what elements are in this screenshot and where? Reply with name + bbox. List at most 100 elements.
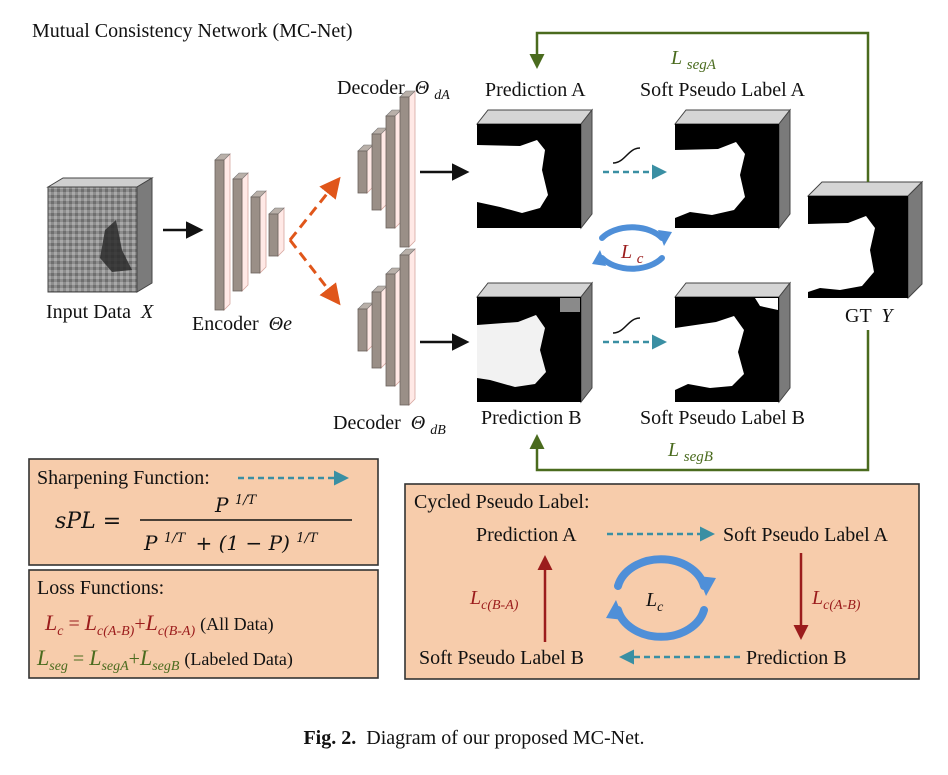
prediction-b-label: Prediction B: [481, 407, 582, 429]
center-lc-sub: c: [637, 251, 644, 267]
seg-b-supervision-line: [529, 330, 870, 472]
center-lc-symbol: L: [620, 241, 632, 263]
encoder-var: Θe: [269, 313, 292, 335]
decoder-a-layer: [385, 109, 402, 229]
loss-lsegb-sub: segB: [152, 659, 180, 674]
svg-text:Lseg=LsegA+LsegB(Labeled Data): Lseg=LsegA+LsegB(Labeled Data): [36, 645, 293, 674]
prediction-a-cube: [475, 108, 594, 230]
soft-pseudo-label-b-label: Soft Pseudo Label B: [640, 407, 805, 429]
gt-label: GT: [845, 305, 871, 327]
consistency-cycle-icon: [592, 224, 672, 272]
gt-cube: [806, 180, 924, 300]
seg-b-sub: segB: [684, 449, 713, 465]
loss-lsegb: L: [139, 645, 152, 670]
decoder-b-block: [357, 248, 416, 406]
input-data-var: X: [140, 301, 154, 323]
svg-text:Input Data X: Input Data X: [46, 301, 154, 323]
loss-lc-ba: L: [145, 610, 158, 635]
decoder-b-layer: [399, 248, 416, 406]
encoder-layer: [268, 207, 285, 257]
caption-bold: Fig. 2.: [303, 727, 356, 749]
loss-lsega: L: [88, 645, 101, 670]
svg-text:Encoder Θe: Encoder Θe: [192, 313, 292, 335]
svg-text:P 1/T: P 1/T: [214, 493, 257, 517]
cycled-heading: Cycled Pseudo Label:: [414, 491, 590, 513]
decoder-b-sym: Θ: [411, 412, 425, 434]
svg-text:Lc=Lc(A-B)+Lc(B-A)(All Data): Lc=Lc(A-B)+Lc(B-A)(All Data): [44, 610, 274, 639]
cycled-soft-label-b: Soft Pseudo Label B: [419, 647, 584, 669]
decoder-a-sub: dA: [434, 88, 450, 103]
decoder-a-layer: [371, 127, 388, 211]
decoder-a-label: Decoder: [337, 77, 405, 99]
loss-heading: Loss Functions:: [37, 577, 164, 599]
prediction-a-label: Prediction A: [485, 79, 586, 101]
encoder-layer: [214, 153, 231, 311]
soft-pseudo-label-a-cube: [673, 108, 792, 230]
gt-var: Y: [881, 305, 894, 327]
loss-lseg-plus: +: [129, 648, 140, 670]
sharpening-num-p: P: [214, 493, 229, 517]
caption-text: Diagram of our proposed MC-Net.: [366, 727, 644, 749]
svg-text:Lc(B-A): Lc(B-A): [469, 587, 519, 613]
loss-lc: L: [44, 610, 57, 635]
loss-lc-plus: +: [134, 613, 145, 635]
svg-text:L c: L c: [620, 241, 644, 267]
diagram-title: Mutual Consistency Network (MC-Net): [32, 20, 353, 42]
sharpening-den-exp2: 1/T: [296, 531, 319, 546]
loss-lc-ba-sub: c(B-A): [158, 624, 196, 639]
sharpening-heading: Sharpening Function:: [37, 467, 210, 489]
decoder-b-label: Decoder: [333, 412, 401, 434]
encoder-block: [214, 153, 285, 311]
encoder-label: Encoder: [192, 313, 259, 335]
input-data-label: Input Data: [46, 301, 131, 323]
cycled-lc-ba-sub: c(B-A): [481, 598, 519, 613]
sharpening-den-p: P: [143, 531, 158, 555]
svg-text:Fig. 2. Diagram of our pro: Fig. 2. Diagram of our proposed MC-Net.: [303, 727, 644, 749]
svg-text:Decoder Θ dA: Decoder Θ dA: [337, 77, 450, 103]
seg-b-symbol: L: [667, 439, 679, 461]
seg-a-sub: segA: [687, 57, 717, 73]
svg-text:P 1/T + (1 − P): P 1/T + (1 − P) 1/T: [143, 523, 319, 555]
cycled-pseudo-label-panel: Cycled Pseudo Label: Prediction A Soft P…: [404, 483, 920, 680]
cycled-lc-sub: c: [657, 600, 664, 615]
loss-lseg: L: [36, 645, 49, 670]
seg-a-symbol: L: [670, 47, 682, 69]
sigmoid-icon: [612, 147, 641, 164]
loss-lc-eq: =: [68, 613, 79, 635]
decoder-b-sub: dB: [430, 423, 446, 438]
decoder-b-layer: [357, 302, 374, 352]
encoder-layer: [232, 172, 249, 292]
loss-lseg-eq: =: [73, 648, 84, 670]
decoder-b-layer: [371, 285, 388, 369]
cycled-cycle-icon: [606, 555, 716, 641]
loss-lc-ab-sub: c(A-B): [97, 624, 135, 639]
sigmoid-icon: [612, 317, 641, 334]
soft-pseudo-label-a-label: Soft Pseudo Label A: [640, 79, 806, 101]
svg-text:L segA: L segA: [670, 47, 717, 73]
loss-lc-note: (All Data): [200, 614, 273, 635]
cycled-lc-ab-sub: c(A-B): [823, 598, 861, 613]
cycled-lc-ab: L: [811, 587, 823, 609]
sharpening-arrow-a: [603, 147, 667, 180]
input-data-cube: [46, 177, 154, 293]
sharpening-num-exp: 1/T: [235, 493, 258, 508]
loss-lc-sub: c: [57, 624, 64, 639]
decoder-a-layer: [399, 90, 416, 248]
loss-lsega-sub: segA: [101, 659, 129, 674]
decoder-a-sym: Θ: [415, 77, 429, 99]
seg-a-supervision-line: [529, 31, 870, 182]
soft-pseudo-label-b-cube: [673, 281, 792, 404]
cycled-prediction-b: Prediction B: [746, 647, 847, 669]
arrow-encoder-to-decoder-a: [288, 176, 341, 241]
svg-text:GT Y: GT Y: [845, 305, 894, 327]
cycled-lc: L: [645, 589, 657, 611]
loss-lc-ab: L: [84, 610, 97, 635]
sharpening-function-panel: Sharpening Function: sPL = P 1/T P 1/T +…: [28, 458, 379, 566]
sharpening-den-exp1: 1/T: [164, 531, 187, 546]
sharpening-arrow-b: [603, 317, 667, 350]
cycled-lc-ba: L: [469, 587, 481, 609]
prediction-b-cube: [475, 281, 594, 404]
svg-text:Lc: Lc: [645, 589, 664, 615]
decoder-a-block: [357, 90, 416, 248]
